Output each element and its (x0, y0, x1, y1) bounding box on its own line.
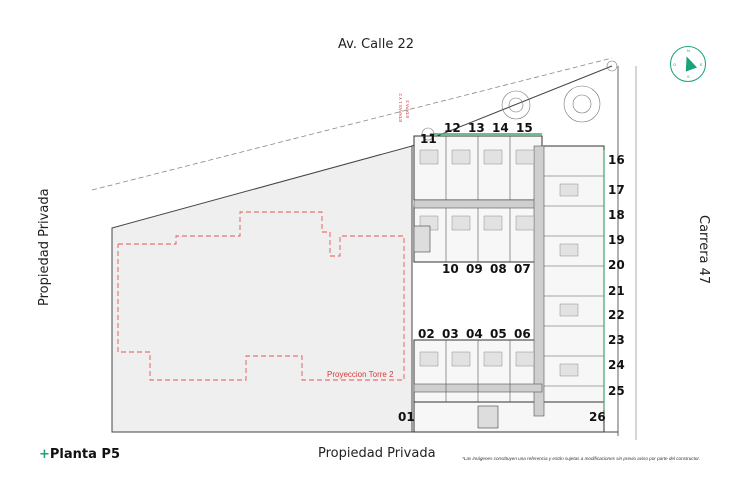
corridor-north (413, 199, 543, 209)
tower-2-projection (117, 211, 405, 381)
unit-label: 21 (608, 284, 625, 298)
compass-e: E (700, 62, 703, 67)
unit-label: 12 (444, 121, 461, 135)
compass-w: O (673, 62, 677, 67)
unit-label: 08 (490, 262, 507, 276)
unit-label: 05 (490, 327, 507, 341)
street-label-left: Propiedad Privada (37, 188, 52, 306)
unit-label: 01 (398, 410, 415, 424)
unit-label: 16 (608, 153, 625, 167)
unit-label: 20 (608, 258, 625, 272)
unit-label: 13 (468, 121, 485, 135)
unit-label: 26 (589, 410, 606, 424)
unit-label: 14 (492, 121, 509, 135)
compass-n: N (687, 48, 690, 53)
street-label-right: Carrera 47 (696, 215, 711, 285)
etapa-label-1: ETAPAS 1 Y 2 (398, 93, 403, 122)
unit-label: 19 (608, 233, 625, 247)
unit-label: 10 (442, 262, 459, 276)
unit-label: 09 (466, 262, 483, 276)
unit-label: 06 (514, 327, 531, 341)
corridor-east (533, 145, 545, 417)
unit-label: 04 (466, 327, 483, 341)
unit-label: 22 (608, 308, 625, 322)
block-southwest (413, 401, 605, 433)
disclaimer-note: *Las imágenes constituyen una referencia… (462, 456, 701, 461)
compass-needle-icon (680, 54, 698, 72)
street-label-bottom: Propiedad Privada (318, 446, 436, 461)
lot-slope-top (411, 65, 613, 147)
projection-label: Proyeccion Torre 2 (327, 370, 394, 379)
unit-label: 03 (442, 327, 459, 341)
unit-label: 23 (608, 333, 625, 347)
street-line-top (91, 57, 613, 191)
etapa-label-2: ETAPA 3 (405, 100, 410, 118)
north-compass-icon: N S E O (670, 46, 706, 82)
unit-label: 25 (608, 384, 625, 398)
unit-label: 24 (608, 358, 625, 372)
unit-label: 11 (420, 132, 437, 146)
street-label-top: Av. Calle 22 (338, 37, 415, 52)
plan-title-text: Planta P5 (49, 447, 121, 462)
unit-label: 18 (608, 208, 625, 222)
unit-label: 17 (608, 183, 625, 197)
plan-title: +Planta P5 (39, 447, 120, 462)
unit-label: 02 (418, 327, 435, 341)
lot-outline (111, 145, 413, 433)
unit-label: 15 (516, 121, 533, 135)
plan-title-plus: + (39, 447, 50, 462)
compass-s: S (687, 74, 690, 79)
stair-core-west (413, 225, 431, 253)
stair-core-south (477, 405, 499, 429)
unit-label: 07 (514, 262, 531, 276)
